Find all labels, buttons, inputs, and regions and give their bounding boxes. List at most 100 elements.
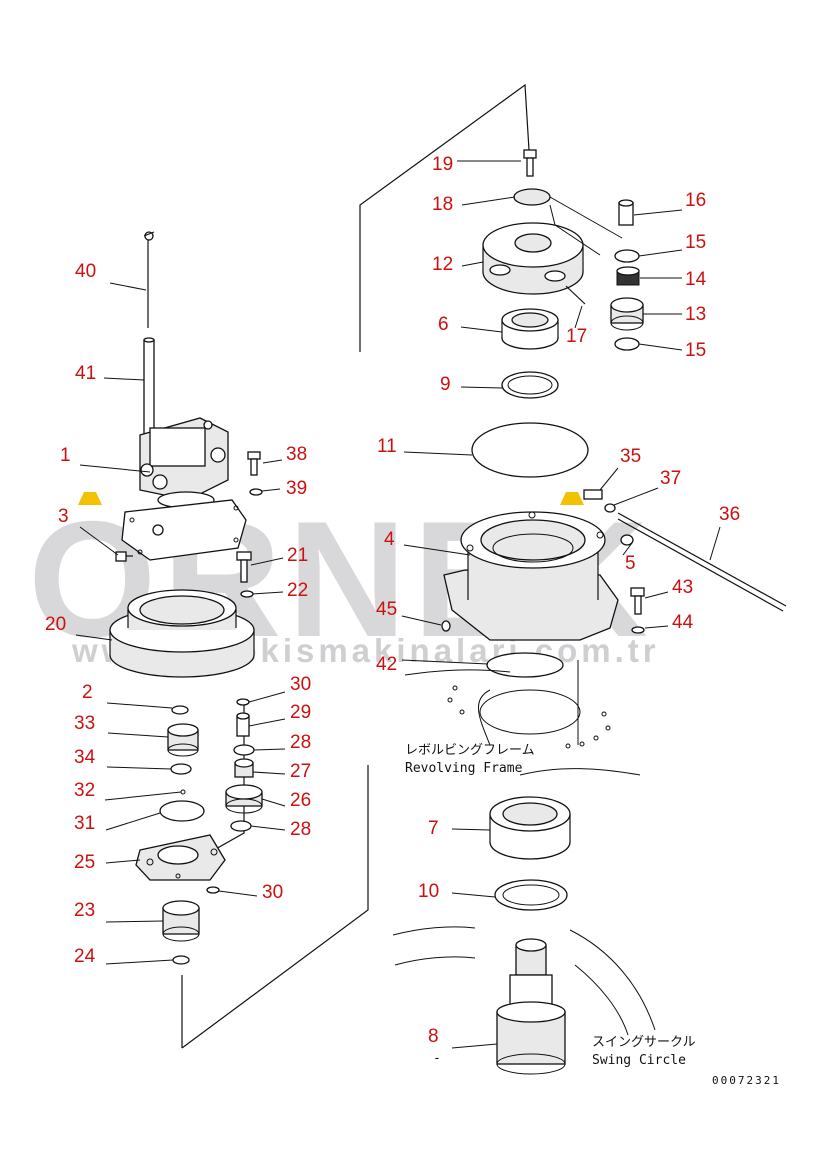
part-18-cover (513, 188, 551, 206)
callout-17: 17 (566, 326, 587, 347)
swing-circle-label-jp: スイングサークル (592, 1035, 696, 1050)
motor-gasket (121, 499, 247, 561)
callout-25: 25 (74, 852, 95, 873)
part-29-pin (236, 712, 250, 737)
callout-43: 43 (672, 577, 693, 598)
part-28-thrust-washer-bottom (230, 820, 252, 832)
part-45-plug (441, 620, 451, 632)
part-39-washer (249, 488, 263, 496)
part-16-pin (618, 199, 634, 226)
callout-2: 2 (82, 682, 93, 703)
part-38-bolt (247, 451, 261, 476)
callout-40: 40 (75, 261, 96, 282)
callout-18: 18 (432, 194, 453, 215)
part-22-washer (240, 590, 254, 598)
part-34-washer (170, 763, 192, 775)
part-5-plug (620, 534, 634, 546)
part-44-washer (631, 626, 645, 634)
callout-27: 27 (290, 761, 311, 782)
part-27-needle-bearing (234, 758, 254, 778)
leader-lines (75, 160, 721, 1049)
callout-4: 4 (384, 529, 395, 550)
callout-26: 26 (290, 790, 311, 811)
callout-39: 39 (286, 478, 307, 499)
part-15-washer-bottom (614, 337, 640, 351)
callout-42: 42 (376, 654, 397, 675)
callout-10: 10 (418, 881, 439, 902)
part-19-bolt (523, 149, 537, 177)
callout-5: 5 (625, 553, 636, 574)
callout-34: 34 (74, 747, 96, 768)
part-26-planet-gear (225, 784, 263, 814)
callout-21: 21 (287, 545, 308, 566)
callout-24: 24 (74, 946, 96, 967)
part-4-housing (443, 511, 619, 641)
callout-7: 7 (428, 818, 439, 839)
callout-44: 44 (672, 612, 694, 633)
part-3-plug (115, 551, 133, 562)
part-30-ring-top (236, 698, 250, 706)
callout-3: 3 (58, 506, 69, 527)
callout-23: 23 (74, 900, 95, 921)
callout-38: 38 (286, 444, 307, 465)
callout-8-sub: - (433, 1051, 441, 1066)
callout-45: 45 (376, 599, 397, 620)
callout-14: 14 (685, 269, 707, 290)
part-7-bearing (489, 796, 571, 860)
part-25-carrier (135, 834, 226, 881)
callout-35: 35 (620, 446, 641, 467)
part-40-dipstick (143, 231, 155, 328)
part-2-ring (171, 705, 189, 715)
watermark-accent-right (560, 492, 584, 505)
callout-20: 20 (45, 614, 66, 635)
callout-36: 36 (719, 504, 740, 525)
revolving-frame-label-jp: レボルビングフレーム (405, 743, 535, 758)
part-23-gear (162, 900, 200, 942)
callout-11: 11 (377, 436, 397, 457)
part-21-bolt (236, 551, 252, 583)
part-15-washer-top (614, 249, 640, 263)
callout-15-bottom: 15 (685, 340, 706, 361)
part-1-swing-motor (139, 417, 229, 509)
swing-circle (392, 926, 656, 1036)
part-30-ring-bottom (206, 886, 220, 894)
callout-8: 8 (428, 1026, 439, 1047)
part-8-pinion-shaft (496, 938, 566, 1075)
part-13-gear (610, 297, 644, 331)
callout-30-bottom: 30 (262, 882, 283, 903)
part-10-ring (494, 879, 568, 911)
callout-12: 12 (432, 254, 453, 275)
part-24-ring (172, 955, 190, 965)
part-14-needle-bearing (616, 266, 640, 286)
part-35-fitting (583, 489, 603, 500)
part-33-gear (167, 723, 199, 757)
callout-30-top: 30 (290, 674, 311, 695)
drawing-code: 00072321 (712, 1074, 781, 1087)
callout-16: 16 (685, 190, 706, 211)
part-28-thrust-washer-top (233, 744, 255, 756)
part-42-o-ring (486, 652, 564, 678)
callout-1: 1 (60, 445, 71, 466)
part-12-carrier (482, 222, 584, 295)
watermark-accent-left (78, 492, 102, 505)
callout-29: 29 (290, 702, 311, 723)
callout-22: 22 (287, 580, 308, 601)
part-37-plug (604, 503, 616, 513)
part-17-spring-pin (565, 285, 586, 305)
callout-numbers: 40 41 1 3 38 39 21 22 20 2 33 34 32 31 2… (45, 154, 740, 1066)
callout-37: 37 (660, 468, 681, 489)
callout-32: 32 (74, 780, 95, 801)
callout-33: 33 (74, 713, 95, 734)
part-43-bolt (630, 587, 645, 615)
swing-circle-label-en: Swing Circle (592, 1053, 686, 1068)
part-9-ring (501, 371, 559, 399)
part-6-bearing (501, 308, 559, 350)
revolving-frame-label-en: Revolving Frame (405, 761, 523, 776)
callout-9: 9 (440, 374, 451, 395)
callout-41: 41 (75, 363, 96, 384)
callout-31: 31 (74, 813, 95, 834)
annotations: レボルビングフレーム Revolving Frame スイングサークル Swin… (405, 743, 781, 1087)
part-20-ring-gear (109, 589, 255, 678)
